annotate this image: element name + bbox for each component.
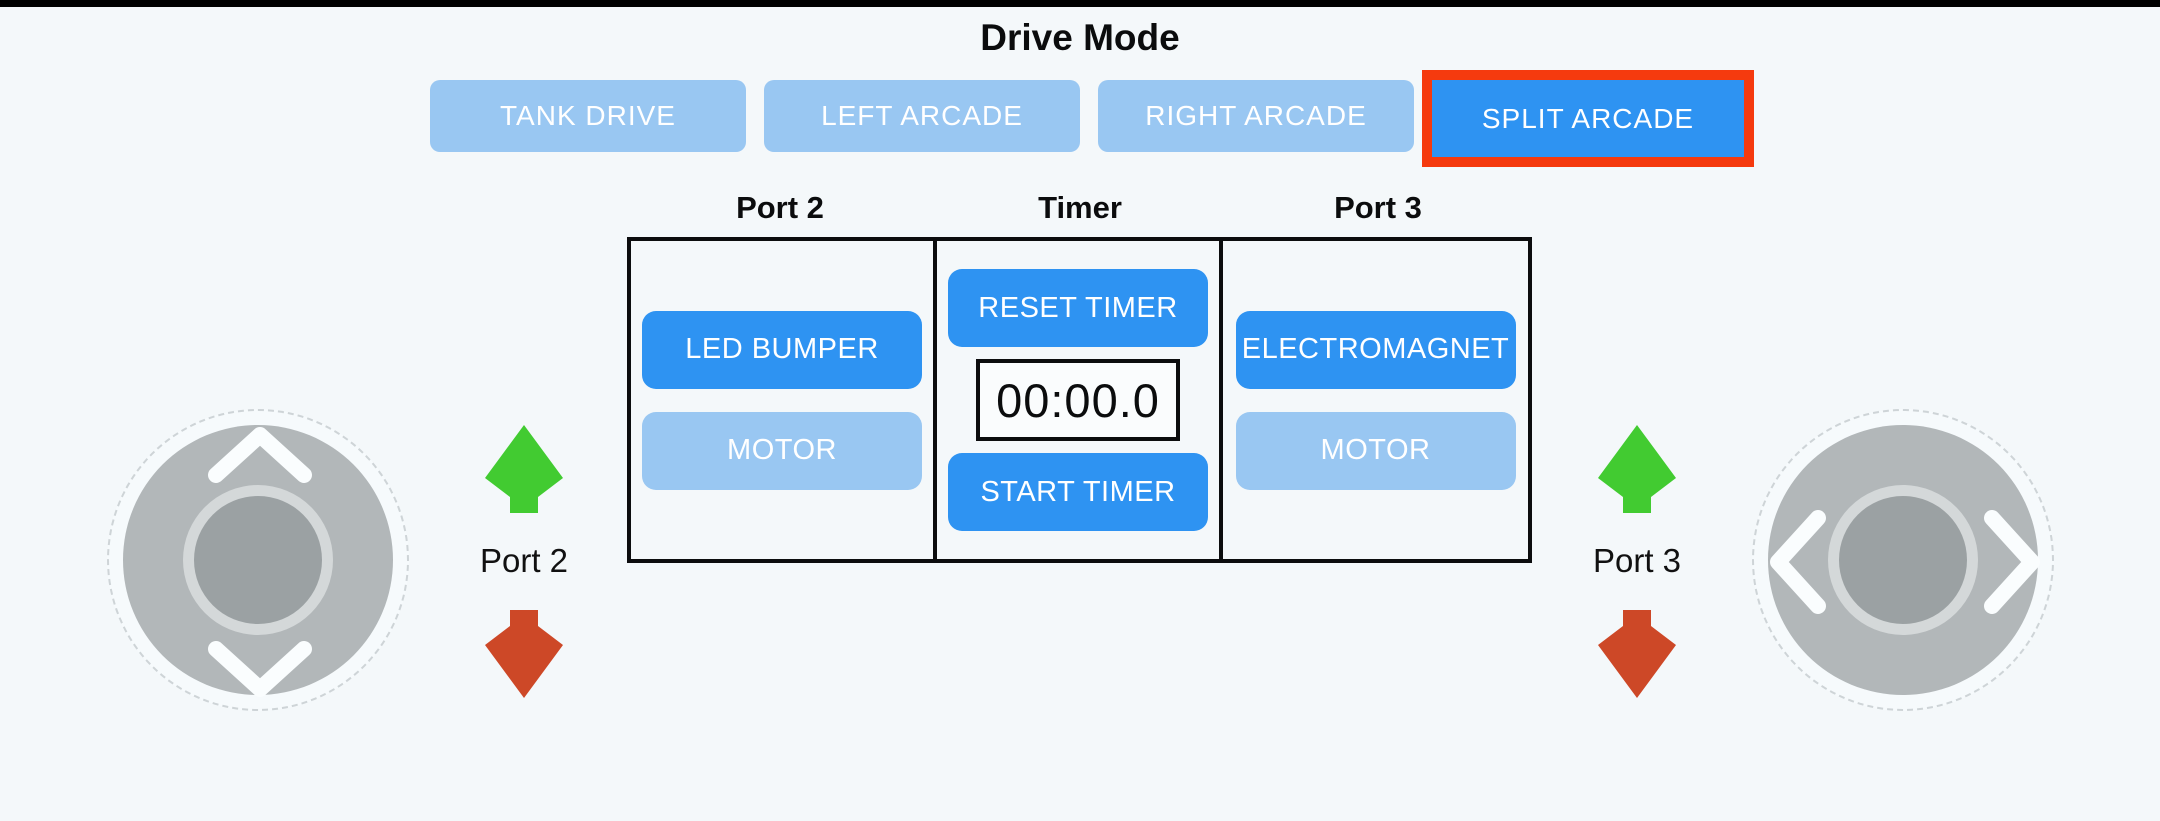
- tank-drive-button[interactable]: TANK DRIVE: [430, 80, 746, 152]
- port2-forward-green-up-arrow-icon: [485, 425, 563, 513]
- timer-cell: RESET TIMER 00:00.0 START TIMER: [937, 241, 1223, 559]
- port3-side-label: Port 3: [1592, 542, 1682, 579]
- port2-cell: LED BUMPER MOTOR: [631, 241, 937, 559]
- reset-timer-button[interactable]: RESET TIMER: [948, 269, 1208, 347]
- drive-mode-title: Drive Mode: [980, 17, 1180, 58]
- selected-mode-highlight: SPLIT ARCADE: [1422, 70, 1754, 167]
- right-arcade-button[interactable]: RIGHT ARCADE: [1098, 80, 1414, 152]
- port3-column-header: Port 3: [1334, 190, 1422, 225]
- drive-mode-button-row: TANK DRIVE LEFT ARCADE RIGHT ARCADE SPLI…: [430, 70, 1754, 167]
- right-joystick-knob[interactable]: [1839, 496, 1967, 624]
- electromagnet-button[interactable]: ELECTROMAGNET: [1235, 310, 1516, 389]
- port2-reverse-red-down-arrow-icon: [485, 610, 563, 698]
- port2-side-label: Port 2: [479, 542, 569, 579]
- timer-display: 00:00.0: [976, 359, 1180, 441]
- left-joystick[interactable]: [107, 409, 409, 711]
- port3-motor-button[interactable]: MOTOR: [1235, 411, 1516, 490]
- split-arcade-button[interactable]: SPLIT ARCADE: [1432, 80, 1744, 157]
- start-timer-button[interactable]: START TIMER: [948, 453, 1208, 531]
- port3-reverse-red-down-arrow-icon: [1598, 610, 1676, 698]
- left-arcade-button[interactable]: LEFT ARCADE: [764, 80, 1080, 152]
- top-black-bar: [0, 0, 2160, 7]
- port2-motor-button[interactable]: MOTOR: [642, 411, 922, 490]
- port3-forward-green-up-arrow-icon: [1598, 425, 1676, 513]
- left-joystick-knob[interactable]: [194, 496, 322, 624]
- port3-cell: ELECTROMAGNET MOTOR: [1223, 241, 1528, 559]
- led-bumper-button[interactable]: LED BUMPER: [642, 310, 922, 389]
- right-joystick[interactable]: [1752, 409, 2054, 711]
- device-control-panel: LED BUMPER MOTOR RESET TIMER 00:00.0 STA…: [627, 237, 1532, 563]
- port2-column-header: Port 2: [736, 190, 824, 225]
- timer-column-header: Timer: [1038, 190, 1122, 225]
